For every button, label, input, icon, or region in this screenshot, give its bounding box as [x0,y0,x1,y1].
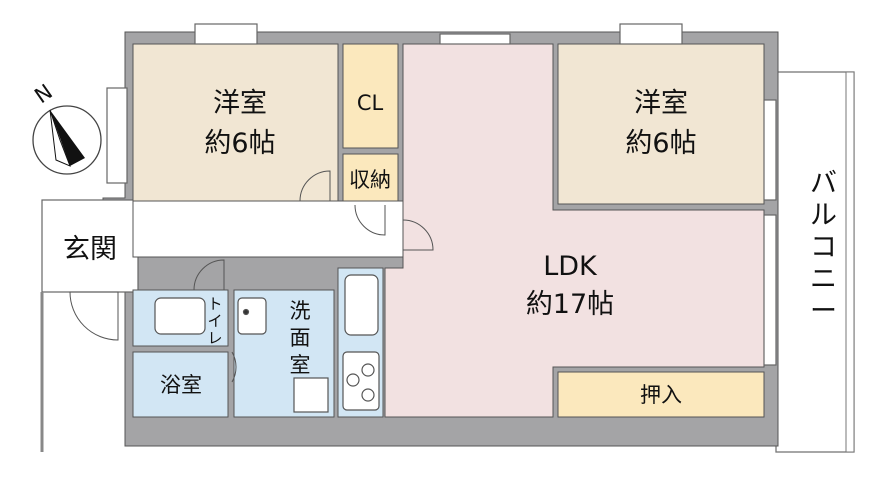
compass-north-icon: N [30,80,102,175]
windows [106,23,777,366]
oshiire-label: 押入 [640,383,682,407]
svg-text:ト: ト [207,295,222,313]
storage [342,153,399,202]
oshiire [557,371,765,418]
east-bedroom [557,43,765,205]
balcony-label-3: コ [810,232,837,263]
toilet-label: ト イ レ [207,295,222,347]
bath [132,351,229,418]
east-bedroom-size: 約6帖 [625,128,696,159]
balcony: バ ル コ ニ ー [775,71,855,453]
ldk-size: 約17帖 [526,289,614,320]
balcony-label-4: ニ [810,264,837,295]
svg-text:室: 室 [290,353,311,377]
washroom-label: 洗 面 室 [290,299,311,377]
ldk [384,43,765,418]
west-bedroom-name: 洋室 [213,88,267,119]
closet [342,43,399,149]
corridor [132,200,404,258]
balcony-label-1: バ [810,168,837,199]
fixtures [154,274,380,413]
svg-text:イ: イ [207,312,222,330]
bath-label: 浴室 [160,373,202,397]
ldk-name: LDK [543,251,598,282]
doors [193,170,434,383]
svg-text:レ: レ [207,329,222,347]
balcony-label-5: ー [810,296,837,327]
east-bedroom-name: 洋室 [634,88,688,119]
west-bedroom-size: 約6帖 [204,128,275,159]
west-bedroom [132,43,339,202]
compass-label: N [30,80,57,109]
entrance-area [41,199,139,293]
svg-text:面: 面 [290,326,311,350]
entrance-label: 玄関 [63,234,117,265]
closet-label: CL [357,91,384,115]
balcony-label-2: ル [810,200,837,231]
storage-label: 収納 [349,168,391,192]
svg-text:洗: 洗 [290,299,311,323]
